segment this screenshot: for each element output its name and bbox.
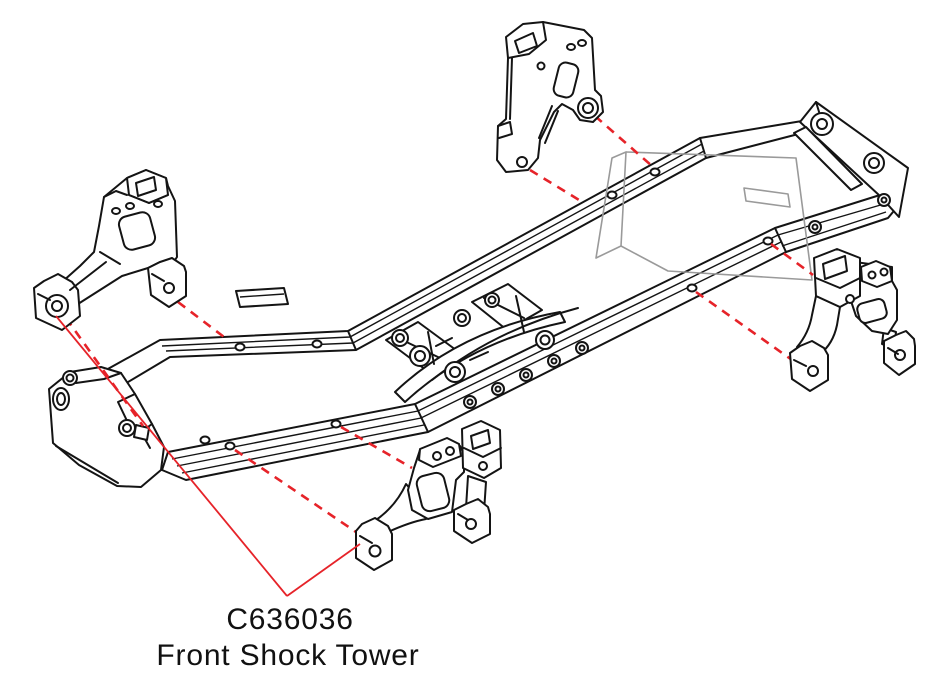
part-number: C636036 bbox=[226, 603, 353, 636]
rail-holes bbox=[199, 167, 774, 451]
ghost-electronics-plate bbox=[595, 151, 813, 281]
rail-rivets bbox=[463, 341, 589, 409]
chassis-frame-drawing bbox=[48, 101, 909, 488]
shock-tower-left bbox=[33, 169, 187, 331]
part-name: Front Shock Tower bbox=[156, 639, 419, 672]
mounting-dashed-lines bbox=[64, 115, 814, 534]
label-leader-lines bbox=[55, 315, 361, 597]
shock-tower-bottom bbox=[355, 420, 502, 571]
shock-tower-top bbox=[496, 21, 604, 173]
shock-tower-right bbox=[789, 248, 916, 392]
